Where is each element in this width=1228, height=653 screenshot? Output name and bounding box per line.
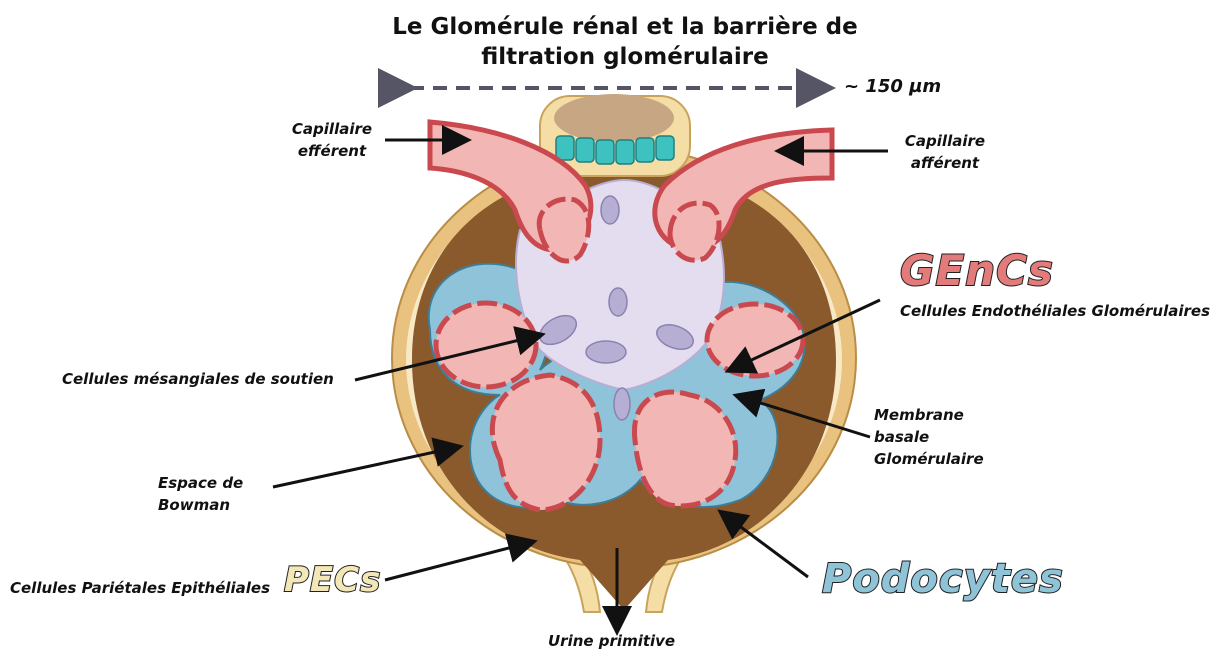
- label-capillaire-efferent: Capillaire efférent: [282, 118, 382, 162]
- label-urine: Urine primitive: [548, 630, 675, 652]
- label-espace: Espace de Bowman: [158, 472, 243, 516]
- label-capillaire-efferent-line1: Capillaire: [282, 118, 382, 140]
- label-mesangial: Cellules mésangiales de soutien: [62, 368, 334, 390]
- label-capillaire-afferent-line1: Capillaire: [895, 130, 995, 152]
- label-capillaire-afferent-line2: afférent: [895, 152, 995, 174]
- podocytes-title: Podocytes: [822, 556, 1064, 602]
- title-line-2: filtration glomérulaire: [300, 42, 950, 72]
- label-gencs-full: Cellules Endothéliales Glomérulaires: [900, 300, 1210, 322]
- label-membrane-line2: basale: [874, 426, 984, 448]
- scale-label: ~ 150 µm: [844, 76, 941, 98]
- label-pecs-text: Cellules Pariétales Epithéliales: [10, 577, 270, 599]
- label-espace-line2: Bowman: [158, 494, 243, 516]
- label-espace-line1: Espace de: [158, 472, 243, 494]
- page-title: Le Glomérule rénal et la barrière de fil…: [300, 12, 950, 72]
- arrow-pecs: [385, 542, 532, 580]
- pecs-acronym: PECs: [284, 560, 381, 600]
- label-membrane-line1: Membrane: [874, 404, 984, 426]
- label-capillaire-efferent-line2: efférent: [282, 140, 382, 162]
- label-membrane: Membrane basale Glomérulaire: [874, 404, 984, 470]
- distal-tubule-lumen: [554, 94, 674, 142]
- gencs-acronym: GEnCs: [900, 246, 1054, 295]
- title-line-1: Le Glomérule rénal et la barrière de: [300, 12, 950, 42]
- label-membrane-line3: Glomérulaire: [874, 448, 984, 470]
- label-capillaire-afferent: Capillaire afférent: [895, 130, 995, 174]
